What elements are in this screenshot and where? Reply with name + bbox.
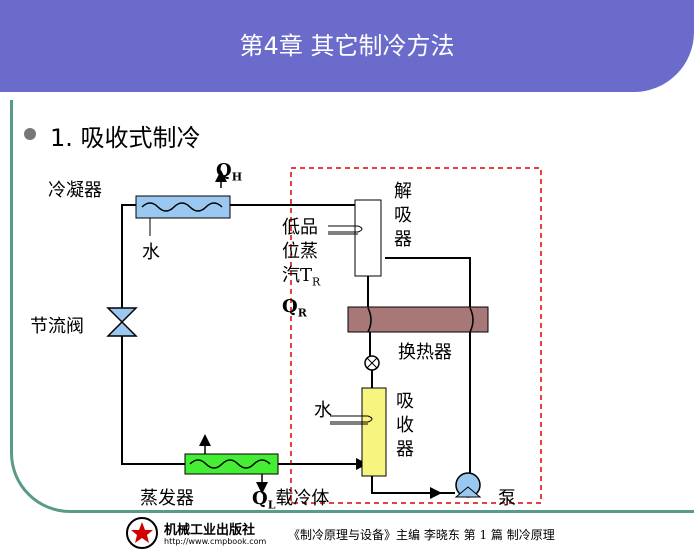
throttle-label: 节流阀 [30, 316, 84, 337]
qh-text: Q [216, 160, 232, 181]
ql-sub: L [267, 498, 276, 512]
evaporator-coil [189, 459, 271, 469]
absorber-char: 吸 [396, 391, 414, 412]
generator-char: 解 [394, 181, 412, 202]
condenser [135, 195, 231, 219]
low-grade-line: 位蒸 [282, 241, 318, 262]
generator-char: 吸 [394, 205, 412, 226]
pump-label: 泵 [498, 488, 516, 509]
dashed-boundary [290, 167, 542, 504]
publisher-name: 机械工业出版社 [164, 523, 256, 538]
throttle-valve [106, 307, 138, 337]
content-frame [10, 100, 694, 513]
bullet-icon [24, 128, 36, 140]
evaporator-label: 蒸发器 [140, 488, 194, 509]
heat-exchanger-label: 换热器 [398, 342, 452, 363]
absorber [361, 387, 387, 477]
low-grade-line: 汽TR [282, 264, 320, 295]
qr-sub: R [297, 306, 307, 320]
condenser-coil [141, 202, 223, 212]
ql-text: Q [252, 488, 268, 509]
absorber-char: 器 [396, 439, 414, 460]
publisher-url: http://www.cmpbook.com [164, 537, 267, 546]
condenser-label: 冷凝器 [48, 180, 102, 201]
absorber-label: 吸 收 器 [396, 390, 414, 462]
publisher-logo-icon [126, 517, 158, 549]
ql-label: QL载冷体 [252, 484, 329, 512]
page-title: 第4章 其它制冷方法 [239, 32, 455, 60]
evaporator [184, 453, 279, 475]
low-grade-line: 低品 [282, 217, 318, 238]
coolant-label: 载冷体 [275, 488, 330, 509]
low-grade-steam-label: 低品 位蒸 汽TR QR [282, 216, 320, 325]
qh-sub: H [231, 170, 243, 184]
water-mid-label: 水 [314, 400, 332, 421]
generator-coil [328, 225, 363, 235]
title-banner [0, 0, 694, 92]
water-top-label: 水 [142, 242, 160, 263]
qr-label: QR [282, 295, 320, 326]
generator-label: 解 吸 器 [394, 180, 412, 252]
generator-char: 器 [394, 229, 412, 250]
absorber-coil [330, 415, 373, 425]
qr-text: Q [282, 295, 298, 317]
tr-sub: R [312, 275, 321, 289]
footer-text: 《制冷原理与设备》主编 李晓东 第 1 篇 制冷原理 [288, 528, 555, 542]
section-title: 1. 吸收式制冷 [50, 124, 201, 152]
tr-text: 汽T [282, 265, 313, 286]
qh-label: QH [216, 160, 242, 184]
generator [354, 199, 382, 277]
absorber-char: 收 [396, 415, 414, 436]
